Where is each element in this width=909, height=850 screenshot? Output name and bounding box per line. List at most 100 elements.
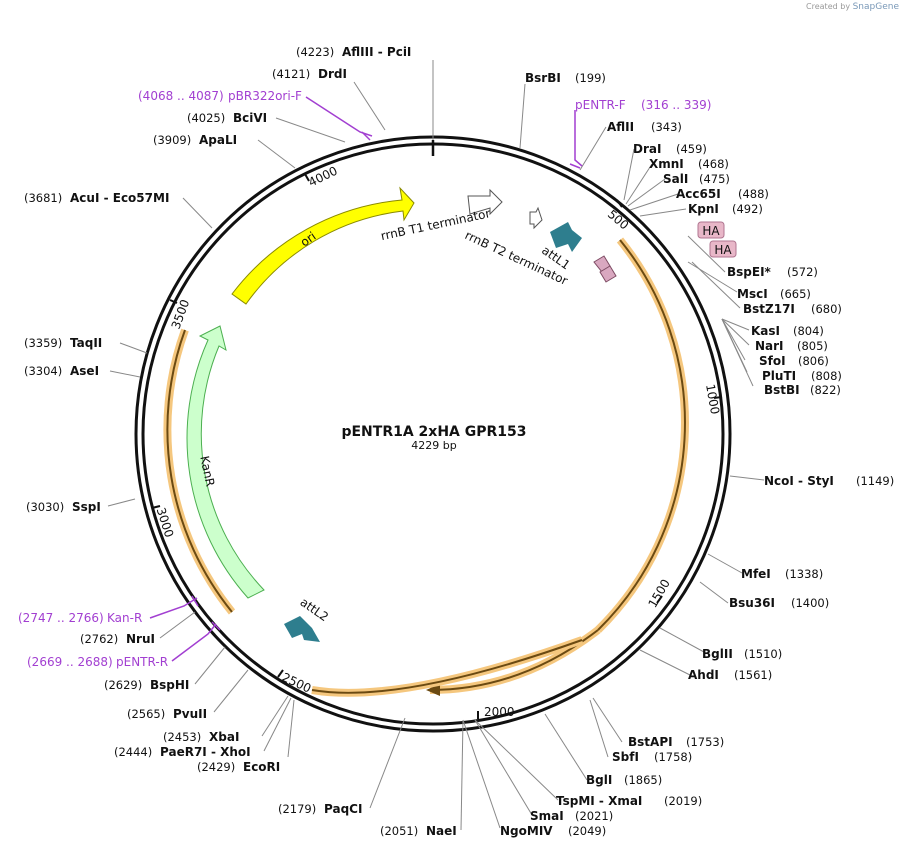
cut-site-name-aflIII: AflIII - PciI xyxy=(342,45,411,59)
cut-site-pos-sfoI: (806) xyxy=(798,354,829,368)
ha-tags: HA HA xyxy=(697,221,737,258)
cut-site-name-aflII: AflII xyxy=(607,120,634,134)
cut-site-name-pluTI: PluTI xyxy=(762,369,796,383)
ha-tag-1-label: HA xyxy=(702,224,720,238)
cut-site-name-apaLI: ApaLI xyxy=(199,133,237,147)
cut-site-pos-nruI: (2762) xyxy=(80,632,118,646)
attl1-arrow xyxy=(550,222,582,252)
primer-name-pbr322ori: pBR322ori-F xyxy=(228,89,302,103)
orf-track-right xyxy=(595,237,689,633)
cut-site-name-ncoI: NcoI - StyI xyxy=(764,474,834,488)
tick-label-4000: 4000 xyxy=(306,164,340,190)
rrnb-t2-arrow xyxy=(529,206,543,230)
cut-site-name-bciVI: BciVI xyxy=(233,111,267,125)
credit-prefix: Created by xyxy=(806,2,851,11)
primer-range-pbr322ori: (4068 .. 4087) xyxy=(138,89,224,103)
cut-site-name-mscI: MscI xyxy=(737,287,768,301)
cut-site-name-mfeI: MfeI xyxy=(741,567,771,581)
cut-site-name-bspEI: BspEI* xyxy=(727,265,772,279)
cut-site-name-xhoI: PaeR7I - XhoI xyxy=(160,745,251,759)
cut-site-pos-mscI: (665) xyxy=(780,287,811,301)
ha-tag-2-box xyxy=(709,240,737,258)
cut-site-pos-aflIII: (4223) xyxy=(296,45,334,59)
cut-site-name-ngoMIV: NgoMIV xyxy=(500,824,553,838)
cut-site-name-drdI: DrdI xyxy=(318,67,347,81)
primer-range-pentr-f: (316 .. 339) xyxy=(641,98,711,112)
cut-site-name-xmnI: XmnI xyxy=(649,157,684,171)
cut-site-pos-kpnI: (492) xyxy=(732,202,763,216)
primer-markers xyxy=(149,96,583,662)
cut-site-pos-sbfI: (1758) xyxy=(654,750,692,764)
ha-tag-1-box xyxy=(697,221,725,239)
cut-site-pos-bstZ17I: (680) xyxy=(811,302,842,316)
cut-site-name-sbfI: SbfI xyxy=(612,750,639,764)
orf-arrow-head xyxy=(426,684,440,696)
cut-site-name-acuI: AcuI - Eco57MI xyxy=(70,191,169,205)
cut-site-pos-bglII: (1510) xyxy=(744,647,782,661)
cut-site-pos-bstAPI: (1753) xyxy=(686,735,724,749)
cut-site-pos-drdI: (4121) xyxy=(272,67,310,81)
cut-site-pos-bstBI: (822) xyxy=(810,383,841,397)
cut-site-pos-bspHI: (2629) xyxy=(104,678,142,692)
cut-site-pos-aseI: (3304) xyxy=(24,364,62,378)
plasmid-name: pENTR1A 2xHA GPR153 xyxy=(341,424,526,440)
cut-site-name-narI: NarI xyxy=(755,339,784,353)
cut-site-pos-smaI: (2021) xyxy=(575,809,613,823)
cut-site-pos-xmnI: (468) xyxy=(698,157,729,171)
cut-site-pos-bglI: (1865) xyxy=(624,773,662,787)
cut-site-pos-bsu36I: (1400) xyxy=(791,596,829,610)
cut-site-pos-mfeI: (1338) xyxy=(785,567,823,581)
cut-site-pos-xbaI: (2453) xyxy=(163,730,201,744)
cut-site-pos-taqII: (3359) xyxy=(24,336,62,350)
primer-labels: (4068 .. 4087) pBR322ori-F pENTR-F (316 … xyxy=(18,89,711,669)
cut-site-name-bglI: BglI xyxy=(586,773,612,787)
cut-site-pos-draI: (459) xyxy=(676,142,707,156)
cut-site-name-ahdI: AhdI xyxy=(688,668,719,682)
cut-site-pos-ncoI: (1149) xyxy=(856,474,894,488)
cut-site-name-nruI: NruI xyxy=(126,632,155,646)
cut-site-name-sspI: SspI xyxy=(72,500,101,514)
tick-labels: 500 1000 1500 2000 2500 3000 3500 4000 xyxy=(154,164,723,719)
rrnb-t1-arrow xyxy=(467,188,503,216)
cut-site-name-aseI: AseI xyxy=(70,364,99,378)
snapgene-credit: Created by SnapGene xyxy=(806,2,899,12)
cut-site-pos-bspEI: (572) xyxy=(787,265,818,279)
cut-site-name-bspHI: BspHI xyxy=(150,678,189,692)
ha-arrow-2 xyxy=(599,265,617,283)
kanr-label: KanR xyxy=(197,455,217,488)
cut-site-pos-pvuII: (2565) xyxy=(127,707,165,721)
tick-label-2000: 2000 xyxy=(484,705,515,719)
primer-name-pentr-r: pENTR-R xyxy=(116,655,168,669)
primer-range-pentr-r: (2669 .. 2688) xyxy=(27,655,113,669)
cut-site-name-bstAPI: BstAPI xyxy=(628,735,673,749)
cut-site-name-ecoRI: EcoRI xyxy=(243,760,280,774)
primer-name-kan-r: Kan-R xyxy=(107,611,142,625)
ori-feature-arrow xyxy=(231,186,415,305)
cut-site-name-paqCI: PaqCI xyxy=(324,802,362,816)
cut-site-name-kpnI: KpnI xyxy=(688,202,719,216)
cut-site-pos-bciVI: (4025) xyxy=(187,111,225,125)
leader-lines xyxy=(107,60,765,831)
cut-site-pos-ecoRI: (2429) xyxy=(197,760,235,774)
cut-site-name-bglII: BglII xyxy=(702,647,733,661)
cut-site-name-salI: SalI xyxy=(663,172,688,186)
cut-site-name-draI: DraI xyxy=(633,142,661,156)
tick-label-3500: 3500 xyxy=(169,298,193,331)
cut-site-pos-aflII: (343) xyxy=(651,120,682,134)
cut-site-pos-ahdI: (1561) xyxy=(734,668,772,682)
cut-site-pos-xhoI: (2444) xyxy=(114,745,152,759)
cut-site-name-taqII: TaqII xyxy=(70,336,102,350)
tick-label-1000: 1000 xyxy=(703,383,722,416)
cut-site-name-bstBI: BstBI xyxy=(764,383,800,397)
cut-site-pos-naeI: (2051) xyxy=(380,824,418,838)
ha-tag-2-label: HA xyxy=(714,243,732,257)
cut-site-name-pvuII: PvuII xyxy=(173,707,207,721)
cut-site-pos-acuI: (3681) xyxy=(24,191,62,205)
primer-name-pentr-f: pENTR-F xyxy=(575,98,626,112)
cut-site-name-xbaI: XbaI xyxy=(209,730,239,744)
cut-site-pos-pluTI: (808) xyxy=(811,369,842,383)
orf-track-right-core xyxy=(597,239,686,631)
cut-site-name-bsu36I: Bsu36I xyxy=(729,596,775,610)
cut-site-pos-acc65I: (488) xyxy=(738,187,769,201)
cut-site-pos-paqCI: (2179) xyxy=(278,802,316,816)
